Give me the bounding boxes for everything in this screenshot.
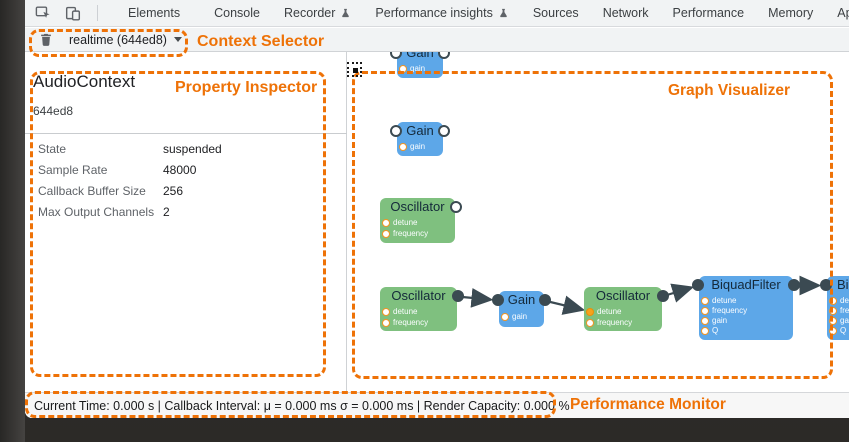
audio-node-oscillator[interactable]: Oscillator detune frequency [380,287,464,331]
param-port [382,318,390,327]
trash-icon [41,33,51,46]
inspect-cursor-icon [35,6,50,18]
param-port [829,316,837,325]
audio-node-gain[interactable]: Gain gain [390,52,450,78]
param-port [701,296,709,305]
property-row: Callback Buffer Size 256 [38,184,184,198]
param-port [701,326,709,335]
param-port [586,318,594,327]
output-port [539,294,551,306]
param-port [829,326,837,335]
param-port [829,306,837,315]
param-port [382,307,390,316]
context-selector-value: realtime (644ed8) [69,32,167,47]
tab-sources[interactable]: Sources [532,6,579,20]
input-port [390,125,402,137]
webaudio-toolbar: realtime (644ed8) [25,28,849,52]
audio-node-gain[interactable]: Gain gain [492,291,551,327]
input-port [390,52,402,59]
output-port [657,290,669,302]
input-port [692,279,704,291]
tab-console[interactable]: Console [214,6,260,20]
context-type-title: AudioContext [33,72,136,91]
window-edge [0,0,25,442]
param-port [382,218,390,227]
tab-elements[interactable]: Elements [128,6,181,20]
tab-memory[interactable]: Memory [768,6,814,20]
performance-monitor-bar: Current Time: 0.000 s | Callback Interva… [25,392,849,418]
audio-node-biquadfilter[interactable]: BiquadFilter detune frequency gain Q [692,276,800,340]
output-port [788,279,800,291]
devtools-window: Elements Console Recorder Performance in… [25,0,849,418]
param-port [382,229,390,238]
param-port [586,307,594,316]
divider [25,133,347,134]
tab-network[interactable]: Network [602,6,649,20]
output-port [450,201,462,213]
panel-tabs: Elements Console Recorder Performance in… [98,0,849,26]
property-row: Max Output Channels 2 [38,205,170,219]
tab-performance[interactable]: Performance [672,6,745,20]
devtools-toolbar: Elements Console Recorder Performance in… [25,0,849,27]
chevron-down-icon [173,37,182,42]
audio-node-oscillator[interactable]: Oscillator detune frequency [380,198,462,243]
flask-icon [342,8,350,18]
tab-application[interactable]: Application [837,6,849,20]
context-id: 644ed8 [33,104,74,118]
property-inspector-panel: AudioContext 644ed8 State suspended Samp… [25,52,347,392]
device-toolbar-icon [65,6,81,21]
audio-node-oscillator[interactable]: Oscillator detune frequency [584,287,669,331]
param-port [399,142,407,151]
param-port [701,316,709,325]
audio-node-biquadfilter[interactable]: BiquadFilter detune frequency gain Q [820,276,849,340]
webaudio-main: AudioContext 644ed8 State suspended Samp… [25,52,849,392]
delete-context-button[interactable] [35,30,57,50]
tab-performance-insights[interactable]: Performance insights [375,6,508,20]
property-row: State suspended [38,142,222,156]
toolbar-separator [97,5,98,21]
graph-visualizer-canvas[interactable]: Gain gain Gain gain Oscillator detune [348,52,849,392]
param-port [701,306,709,315]
property-row: Sample Rate 48000 [38,163,197,177]
inspect-element-button[interactable] [33,3,53,23]
audio-node-gain[interactable]: Gain gain [390,122,450,156]
flask-icon [500,8,507,18]
tab-recorder[interactable]: Recorder [284,6,351,20]
output-port [438,52,450,59]
input-port [492,294,504,306]
input-port [820,279,832,291]
context-selector-dropdown[interactable]: realtime (644ed8) [69,33,182,47]
output-port [452,290,464,302]
device-toolbar-button[interactable] [63,3,83,23]
param-port [501,312,509,321]
param-port [399,64,407,73]
performance-monitor-text: Current Time: 0.000 s | Callback Interva… [34,398,570,413]
param-port [829,296,837,305]
output-port [438,125,450,137]
